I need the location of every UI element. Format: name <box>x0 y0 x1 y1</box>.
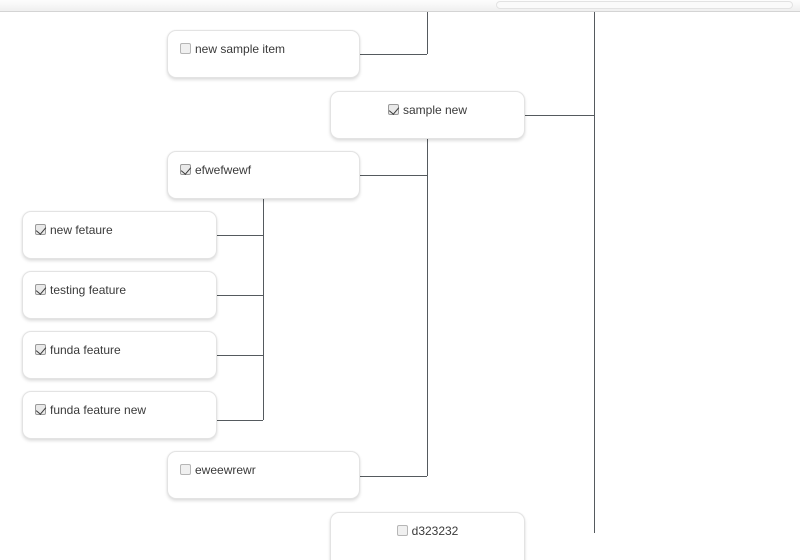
tree-node-funda-feature-new[interactable]: funda feature new <box>22 391 217 439</box>
tree-node-text: funda feature new <box>50 402 147 417</box>
checkbox-checked-icon[interactable] <box>35 283 46 295</box>
checkbox-checked-icon[interactable] <box>35 403 46 415</box>
connector-branch-efwefwewf <box>360 175 427 176</box>
checkbox-unchecked-icon[interactable] <box>180 463 191 475</box>
connector-spine-upper <box>427 0 428 54</box>
tree-node-label: testing feature <box>35 283 126 297</box>
tree-node-efwefwewf[interactable]: efwefwewf <box>167 151 360 199</box>
connector-spine-lower <box>427 139 428 476</box>
tree-node-label: sample new <box>387 102 468 117</box>
tree-node-label: funda feature <box>35 343 121 357</box>
tree-node-d323232[interactable]: d323232 <box>330 512 525 560</box>
connector-branch-eweewrewr <box>360 476 427 477</box>
connector-branch-new-sample-item <box>360 54 427 55</box>
checkbox-checked-icon[interactable] <box>35 343 46 355</box>
tree-node-label: funda feature new <box>35 403 146 417</box>
tree-node-text: d323232 <box>411 523 459 538</box>
tree-node-text: eweewrewr <box>195 462 256 477</box>
tree-node-new-sample-item[interactable]: new sample item <box>167 30 360 78</box>
horizontal-scrollbar[interactable] <box>0 0 800 12</box>
tree-node-text: testing feature <box>50 282 127 297</box>
tree-node-label: new sample item <box>180 42 285 56</box>
checkbox-unchecked-icon[interactable] <box>396 524 408 536</box>
tree-node-label: d323232 <box>396 523 459 538</box>
connector-spine-children <box>263 175 264 420</box>
tree-node-eweewrewr[interactable]: eweewrewr <box>167 451 360 499</box>
connector-trunk-far-right <box>594 0 595 533</box>
tree-node-text: efwefwewf <box>195 162 252 177</box>
tree-node-label: eweewrewr <box>180 463 256 477</box>
tree-node-testing-feature[interactable]: testing feature <box>22 271 217 319</box>
connector-branch-funda-new <box>217 420 263 421</box>
tree-node-label: new fetaure <box>35 223 113 237</box>
checkbox-checked-icon[interactable] <box>35 223 46 235</box>
tree-node-sample-new[interactable]: sample new <box>330 91 525 139</box>
tree-node-text: new sample item <box>195 41 286 56</box>
connector-branch-new-fetaure <box>217 235 263 236</box>
checkbox-checked-icon[interactable] <box>387 103 399 115</box>
connector-branch-testing-feature <box>217 295 263 296</box>
tree-node-funda-feature[interactable]: funda feature <box>22 331 217 379</box>
tree-node-text: sample new <box>402 102 468 117</box>
tree-node-text: new fetaure <box>50 222 113 237</box>
tree-node-new-fetaure[interactable]: new fetaure <box>22 211 217 259</box>
connector-branch-funda-feature <box>217 355 263 356</box>
horizontal-scrollbar-thumb[interactable] <box>496 1 793 9</box>
tree-node-text: funda feature <box>50 342 121 357</box>
tree-node-label: efwefwewf <box>180 163 251 177</box>
checkbox-unchecked-icon[interactable] <box>180 42 191 54</box>
checkbox-checked-icon[interactable] <box>180 163 191 175</box>
connector-branch-sample-new <box>525 115 594 116</box>
